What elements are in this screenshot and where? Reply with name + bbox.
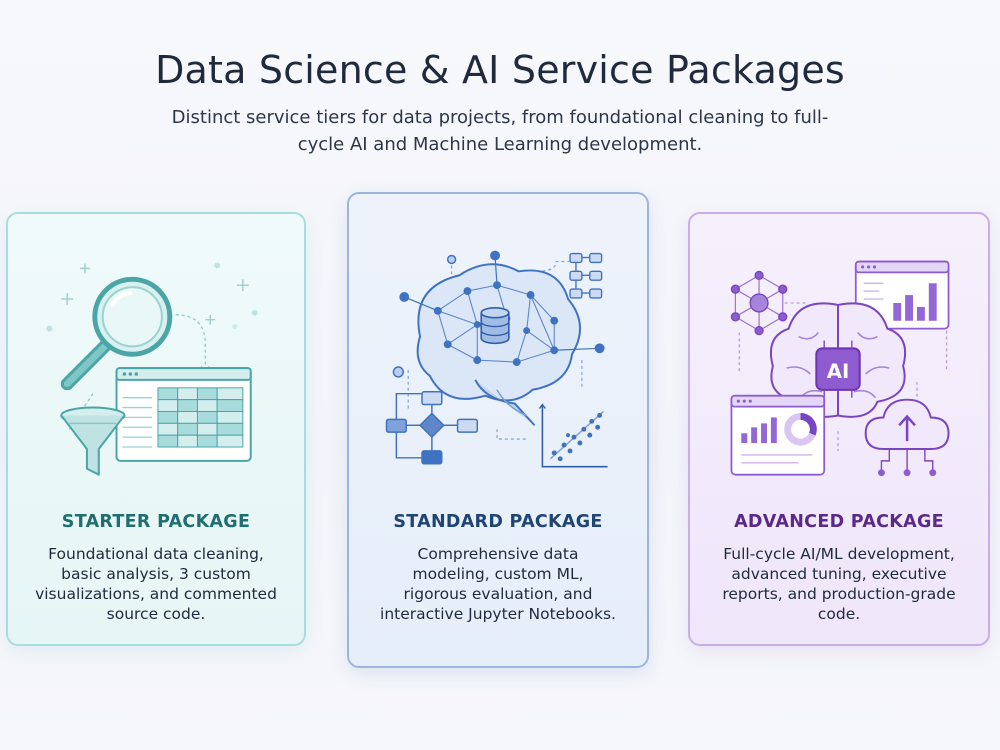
cloud-upload-icon (864, 398, 950, 477)
bar-chart-window-icon (854, 260, 950, 330)
advanced-package-description: Full-cycle AI/ML development, advanced t… (722, 545, 956, 623)
data-table-icon (115, 367, 252, 462)
ai-chip-label: AI (827, 360, 850, 383)
starter-package-title: STARTER PACKAGE (61, 512, 251, 532)
sparkle-icons (61, 263, 249, 325)
flowchart-icon (385, 366, 479, 465)
magnifier-icon (60, 276, 173, 391)
page-subtitle: Distinct service tiers for data projects… (171, 107, 829, 155)
neural-brain-database-flowchart-icon (385, 250, 608, 468)
advanced-package-title: ADVANCED PACKAGE (734, 512, 944, 532)
dashboard-window-icon (730, 394, 826, 476)
starter-package-card[interactable]: STARTER PACKAGE Foundational data cleani… (6, 212, 306, 646)
database-icon (480, 307, 510, 345)
ai-brain-icon: AI (769, 302, 907, 418)
hierarchy-icon (569, 252, 603, 299)
starter-package-description: Foundational data cleaning, basic analys… (35, 545, 277, 623)
funnel-icon (60, 393, 126, 476)
page-title: Data Science & AI Service Packages (155, 48, 845, 92)
standard-package-title: STANDARD PACKAGE (393, 512, 603, 532)
scatter-plot-icon (538, 403, 608, 468)
standard-package-description: Comprehensive data modeling, custom ML, … (380, 545, 616, 623)
magnifier-table-funnel-icon (46, 262, 258, 476)
ai-brain-dashboard-cloud-icon: AI (730, 260, 950, 477)
standard-package-card[interactable]: STANDARD PACKAGE Comprehensive data mode… (347, 192, 649, 668)
network-node-icon (730, 270, 788, 336)
advanced-package-card[interactable]: AI (688, 212, 990, 646)
